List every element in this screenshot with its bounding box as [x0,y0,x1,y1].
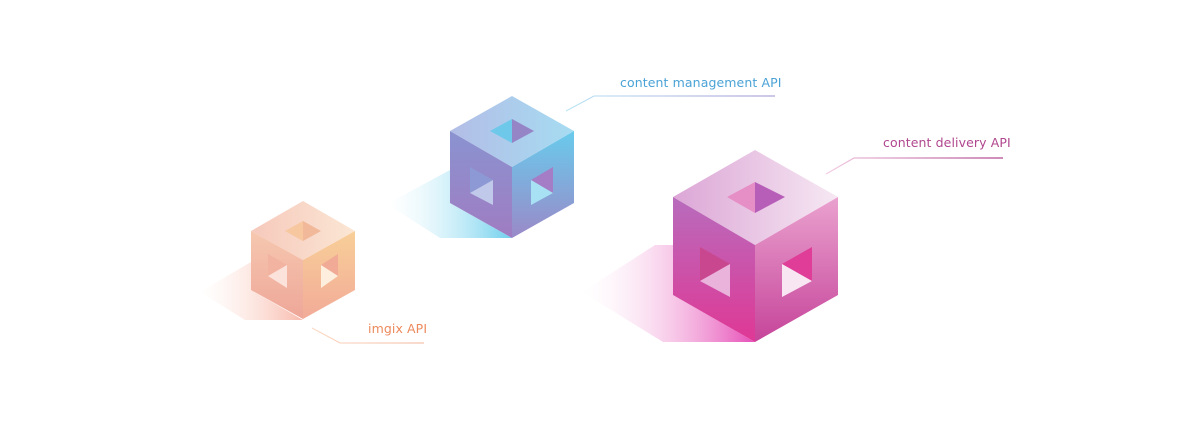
content-delivery-right-hole-back [782,247,812,281]
content-delivery-top-hole-left [727,182,755,213]
content-delivery-leader-line [825,157,1003,175]
imgix-cube [200,201,355,320]
imgix-left-hole-back [268,254,287,276]
content-delivery-right-hole-front [782,264,812,297]
content-delivery-left-hole-front [700,264,730,297]
content-delivery-top-hole-right [755,182,785,213]
imgix-right-hole-front [321,265,338,288]
imgix-cube-shadow [200,262,303,320]
content-delivery-cube-shadow [582,245,755,342]
content-management-left-hole-front [470,180,493,205]
imgix-leader-line [311,327,424,344]
content-management-top-hole-left [490,119,512,143]
content-management-leader-line [565,95,775,112]
imgix-left-hole-front [268,265,287,288]
content-management-left-hole-back [470,167,493,193]
content-management-top-hole-right [512,119,534,143]
content-management-right-hole-back [531,167,553,193]
imgix-top-hole-right [303,221,321,241]
content-delivery-label: content delivery API [883,135,1011,150]
imgix-top-hole-left [285,221,303,241]
content-delivery-left-hole-back [700,247,730,281]
content-management-right-hole-front [531,180,553,205]
imgix-label: imgix API [368,321,428,336]
content-management-cube [387,96,574,238]
content-delivery-cube [582,150,838,342]
content-management-cube-shadow [387,170,512,238]
imgix-right-hole-back [321,254,338,276]
content-management-label: content management API [620,75,782,90]
